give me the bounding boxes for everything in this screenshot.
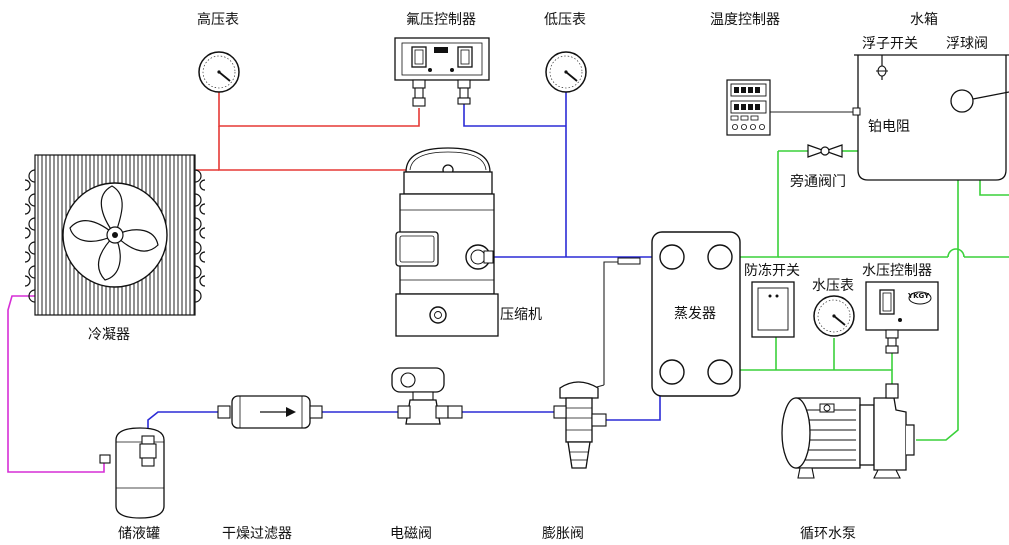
antifreeze-switch-label: 防冻开关 [744, 263, 800, 279]
high-pressure-gauge-label: 高压表 [197, 12, 239, 28]
controller-brand-badge: YKGY [908, 292, 930, 300]
float-valve-label: 浮球阀 [946, 36, 988, 52]
solenoid-valve-label: 电磁阀 [390, 526, 432, 542]
compressor [395, 147, 499, 337]
expansion-valve [553, 381, 607, 469]
water-pressure-controller-label: 水压控制器 [862, 263, 932, 279]
water-tank [852, 54, 1009, 181]
freon-pressure-controller [394, 37, 490, 107]
filter-drier-label: 干燥过滤器 [222, 526, 292, 542]
filter-drier [217, 395, 323, 429]
circulating-pump [781, 383, 915, 479]
water-circuit-line [736, 150, 1009, 441]
low-pressure-gauge-label: 低压表 [544, 12, 586, 28]
temperature-controller [726, 79, 771, 136]
water-pressure-gauge [813, 295, 855, 337]
condenser-label: 冷凝器 [88, 327, 130, 343]
low-pressure-gauge [545, 51, 587, 93]
liquid-line [7, 295, 105, 473]
receiver-label: 储液罐 [118, 526, 160, 542]
evaporator-label: 蒸发器 [674, 306, 716, 322]
water-pressure-gauge-label: 水压表 [812, 278, 854, 294]
antifreeze-switch [751, 281, 795, 338]
compressor-label: 压缩机 [500, 307, 542, 323]
receiver [99, 427, 165, 519]
fan-icon [69, 185, 159, 281]
bypass-valve-label: 旁通阀门 [790, 174, 846, 190]
expansion-valve-label: 膨胀阀 [542, 526, 584, 542]
water-pressure-controller [865, 281, 939, 354]
solenoid-valve [391, 367, 463, 425]
circulating-pump-label: 循环水泵 [800, 526, 856, 542]
condenser [24, 154, 206, 316]
float-switch-label: 浮子开关 [862, 36, 918, 52]
evaporator [617, 231, 741, 397]
high-pressure-gauge [198, 51, 240, 93]
platinum-resistor-label: 铂电阻 [868, 119, 910, 135]
water-tank-label: 水箱 [910, 12, 938, 28]
temperature-controller-label: 温度控制器 [710, 12, 780, 28]
bypass-valve [807, 144, 843, 158]
freon-pressure-controller-label: 氟压控制器 [406, 12, 476, 28]
